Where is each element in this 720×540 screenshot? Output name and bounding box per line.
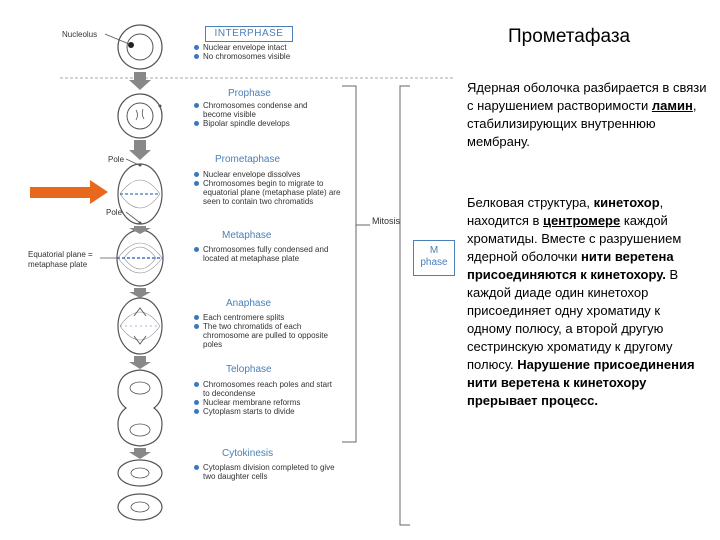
- anaphase-title: Anaphase: [226, 298, 272, 309]
- lamin-link[interactable]: ламин: [651, 98, 693, 113]
- m-phase-line2: phase: [420, 257, 448, 268]
- pole-label-bottom: Pole: [106, 208, 123, 217]
- pole-bottom-pointer: [125, 211, 140, 223]
- list-item: Chromosomes condense and become visible: [193, 101, 333, 119]
- paragraph-kinetochore: Белковая структура, кинетохор, находится…: [467, 194, 707, 410]
- slide-title: Прометафаза: [508, 26, 631, 47]
- list-item: Chromosomes fully condensed and located …: [193, 245, 343, 263]
- mitosis-label: Mitosis: [372, 216, 401, 226]
- metaphase-title: Metaphase: [222, 230, 272, 241]
- list-item: Chromosomes begin to migrate to equatori…: [193, 179, 343, 206]
- list-item: The two chromatids of each chromosome ar…: [193, 322, 338, 349]
- list-item: Nuclear envelope intact: [193, 43, 343, 52]
- interphase-cell: [104, 24, 163, 70]
- mitosis-diagram: Nucleolus INTERPHASE Nuclear envelope in…: [28, 24, 455, 526]
- anaphase-cell: [117, 297, 163, 355]
- list-item: Nuclear envelope dissolves: [193, 170, 343, 179]
- m-phase-box: M phase: [413, 240, 455, 276]
- list-item: No chromosomes visible: [193, 52, 343, 61]
- prometaphase-cell: [117, 163, 163, 225]
- mitosis-bracket: [342, 85, 370, 443]
- prometaphase-list: Nuclear envelope dissolves Chromosomes b…: [193, 170, 343, 206]
- flow-arrows: [129, 72, 151, 459]
- disruption-text: Нарушение присоединения нити веретена к …: [467, 357, 695, 408]
- list-item: Nuclear membrane reforms: [193, 398, 338, 407]
- equatorial-label-line1: Equatorial plane =: [28, 250, 93, 259]
- prophase-title: Prophase: [228, 88, 271, 99]
- pole-top-pointer: [125, 158, 140, 166]
- text-span: , стабилизирующих внутреннюю мембрану.: [467, 98, 697, 149]
- text-span: В каждой диаде один кинетохор присоединя…: [467, 267, 679, 372]
- spindle-attach-text: нити веретена присоединяются к кинетохор…: [467, 249, 674, 282]
- list-item: Each centromere splits: [193, 313, 338, 322]
- cytokinesis-list: Cytoplasm division completed to give two…: [193, 463, 338, 481]
- highlight-arrow: [30, 180, 108, 204]
- telophase-title: Telophase: [226, 364, 272, 375]
- interphase-list: Nuclear envelope intact No chromosomes v…: [193, 43, 343, 61]
- list-item: Cytoplasm starts to divide: [193, 407, 338, 416]
- prophase-list: Chromosomes condense and become visible …: [193, 101, 333, 128]
- text-span: Белковая структура,: [467, 195, 594, 210]
- metaphase-cell: [116, 229, 164, 287]
- list-item: Bipolar spindle develops: [193, 119, 333, 128]
- cytokinesis-title: Cytokinesis: [222, 448, 274, 459]
- prophase-cell: [117, 93, 163, 139]
- nucleolus-label: Nucleolus: [62, 30, 98, 39]
- text-span: , находится в: [467, 195, 664, 228]
- mitosis-diagram-graphics: [30, 24, 455, 526]
- pole-label-top: Pole: [108, 155, 125, 164]
- paragraph-nuclear-envelope: Ядерная оболочка разбирается в связи с н…: [467, 79, 707, 151]
- m-phase-bracket: [399, 85, 410, 526]
- telophase-cell: [117, 369, 163, 447]
- anaphase-list: Each centromere splits The two chromatid…: [193, 313, 338, 349]
- cytokinesis-cells: [117, 459, 163, 521]
- text-span: Ядерная оболочка разбирается в связи с н…: [467, 80, 707, 113]
- list-item: Cytoplasm division completed to give two…: [193, 463, 338, 481]
- text-span: каждой хроматиды. Вместе с разрушением я…: [467, 213, 682, 264]
- prometaphase-title: Prometaphase: [215, 154, 281, 165]
- list-item: Chromosomes reach poles and start to dec…: [193, 380, 338, 398]
- telophase-list: Chromosomes reach poles and start to dec…: [193, 380, 338, 416]
- m-phase-line1: M: [429, 245, 439, 256]
- interphase-title: INTERPHASE: [205, 26, 293, 42]
- kinetochore-term: кинетохор: [593, 195, 660, 210]
- metaphase-list: Chromosomes fully condensed and located …: [193, 245, 343, 263]
- centromere-link[interactable]: центромере: [543, 213, 621, 228]
- equatorial-label-line2: metaphase plate: [28, 260, 88, 269]
